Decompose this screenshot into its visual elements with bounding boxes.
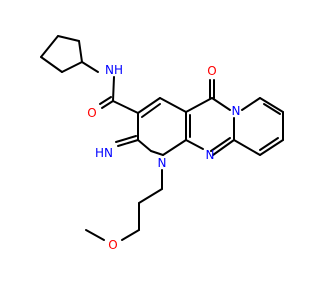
middle-ring [137,97,191,156]
ketone-o-label: O [207,64,216,78]
molecule-canvas: NH O O HN N N N O [40,35,284,252]
ring-n1-label: N [158,156,167,170]
bond-cp-nh [81,61,99,73]
ketone-carbonyl [209,79,215,99]
ether-o-label: O [108,238,117,252]
pyrimidine-ring [185,97,235,156]
cyclopentyl-ring [40,35,83,73]
amide-nh-label: NH [105,63,123,77]
ring-n2-label: N [232,104,241,118]
bond-nh-co [112,76,115,102]
imine-double-bond [115,135,139,147]
molecule-structure: NH O O HN N N N O [40,35,284,252]
imine-hn-label: HN [95,146,113,160]
amide-o-label: O [87,106,96,120]
amide-carbonyl [99,96,114,109]
pyridine-ring [233,97,284,156]
bond-co-ring [112,100,139,114]
ring-n3-label: N [206,148,215,162]
methoxypropyl-chain [85,169,163,241]
